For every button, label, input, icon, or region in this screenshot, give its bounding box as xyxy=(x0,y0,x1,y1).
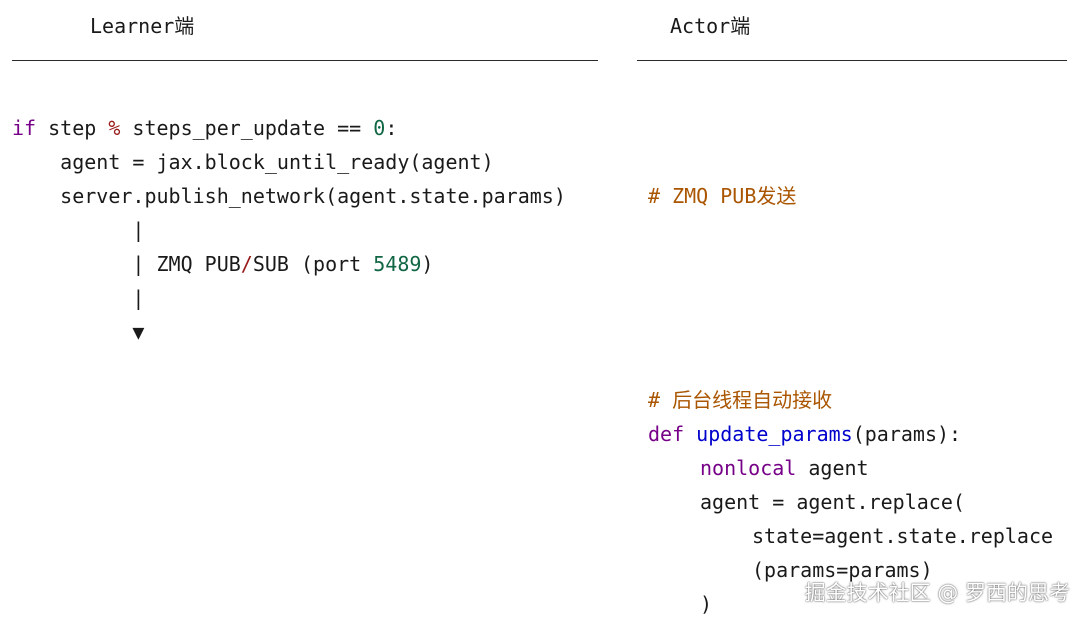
learner-line-4: | xyxy=(12,218,145,242)
number-literal: 0 xyxy=(373,116,386,140)
code-text: step xyxy=(36,116,109,140)
actor-header: Actor端 xyxy=(670,14,751,38)
learner-header: Learner端 xyxy=(90,14,195,38)
watermark-text: 掘金技术社区 @ 罗西的思考 xyxy=(804,581,1070,605)
operator-slash: / xyxy=(240,252,253,276)
actor-state-line: state=agent.state.replace xyxy=(752,524,1054,548)
actor-nonlocal-line: nonlocal agent xyxy=(700,451,869,485)
learner-line-5: | ZMQ PUB/SUB (port 5489) xyxy=(12,247,433,281)
actor-assign-line: agent = agent.replace( xyxy=(700,490,965,514)
actor-def-line: def update_params(params): xyxy=(648,417,961,451)
actor-params-line: (params=params) xyxy=(752,558,933,582)
learner-line-1: if step % steps_per_update == 0: xyxy=(12,111,397,145)
code-space xyxy=(684,422,696,446)
learner-header-rule xyxy=(12,60,598,61)
actor-comment-pub: # ZMQ PUB发送 xyxy=(648,184,797,208)
code-text: SUB (port xyxy=(252,252,374,276)
code-text: | ZMQ PUB xyxy=(12,252,241,276)
code-text: : xyxy=(385,116,398,140)
code-text: (params): xyxy=(852,422,962,446)
learner-line-2: agent = jax.block_until_ready(agent) xyxy=(12,150,494,174)
number-literal: 5489 xyxy=(373,252,422,276)
actor-comment-recv: # 后台线程自动接收 xyxy=(648,388,833,412)
learner-line-7: ▼ xyxy=(12,320,145,344)
keyword-def: def xyxy=(648,422,685,446)
operator-modulo: % xyxy=(108,116,121,140)
actor-close-line: ) xyxy=(700,592,713,616)
learner-line-6: | xyxy=(12,286,145,310)
code-text: agent xyxy=(796,456,869,480)
keyword-nonlocal: nonlocal xyxy=(700,456,797,480)
code-text: steps_per_update == xyxy=(120,116,374,140)
actor-header-rule xyxy=(637,60,1067,61)
keyword-if: if xyxy=(12,116,37,140)
learner-line-3: server.publish_network(agent.state.param… xyxy=(12,184,566,208)
function-name: update_params xyxy=(696,422,853,446)
code-text: ) xyxy=(421,252,434,276)
